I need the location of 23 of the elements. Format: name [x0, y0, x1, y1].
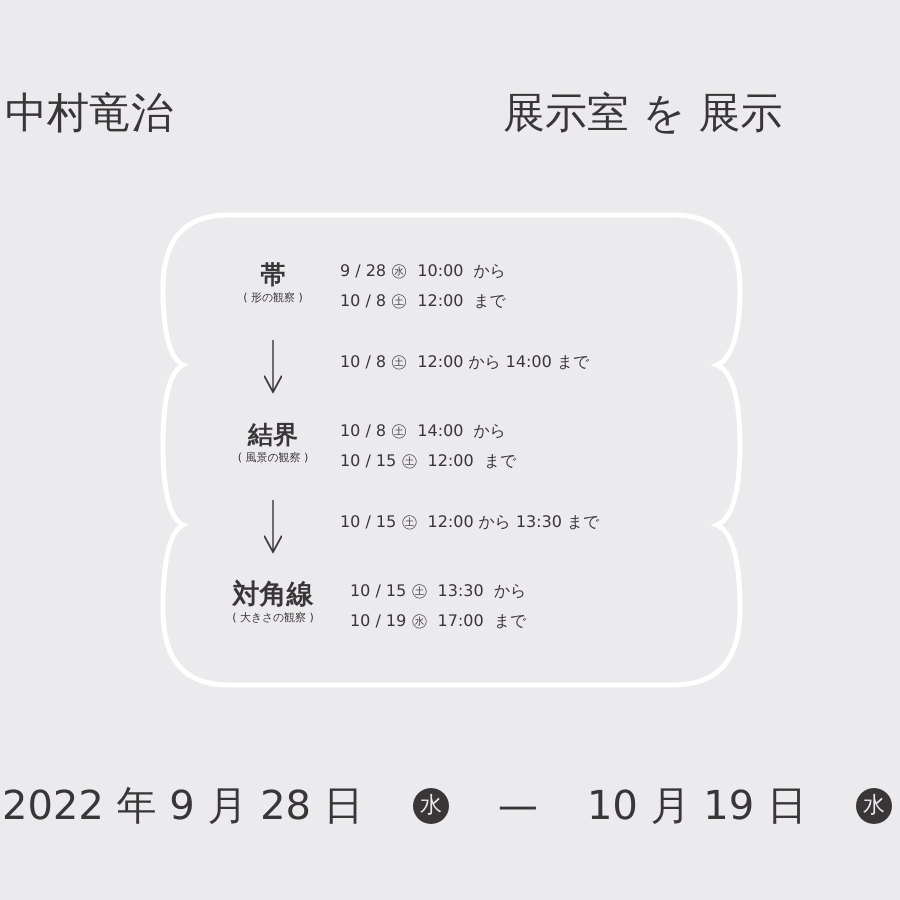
schedule-text: 10 / 19 ㊌ 17:00 まで [350, 611, 526, 631]
section-subtitle: ( 大きさの観察 ) [232, 610, 314, 626]
section-title: 帯 [260, 260, 286, 290]
weekday-badge: 水 [412, 788, 449, 824]
date-text: 10 月 19 日 [586, 782, 807, 831]
schedule-text: 9 / 28 ㊌ 10:00 から [340, 261, 506, 281]
section-subtitle: ( 形の観察 ) [243, 290, 303, 306]
weekday-badge: 水 [856, 788, 892, 824]
schedule-text: 10 / 8 ㊏ 12:00 まで [340, 291, 506, 311]
edge-label: 10 / 15 ㊏ 12:00 から 13:30 まで [340, 512, 600, 532]
author-name: 中村竜治 [5, 88, 173, 138]
edge-label: 10 / 8 ㊏ 12:00 から 14:00 まで [340, 352, 589, 372]
dash: — [498, 782, 538, 831]
section-subtitle: ( 風景の観察 ) [238, 450, 308, 466]
section-title: 結界 [248, 420, 298, 450]
section-title: 対角線 [232, 580, 314, 610]
schedule-text: 10 / 15 ㊏ 12:00 まで [340, 451, 516, 471]
schedule-text: 10 / 8 ㊏ 14:00 から [340, 421, 506, 441]
arrow [263, 340, 283, 393]
exhibition-title: 展示室 を 展示 [503, 88, 783, 138]
date-text: 2022 年 9 月 28 日 [2, 782, 364, 831]
schedule-text: 10 / 15 ㊏ 13:30 から [350, 581, 526, 601]
arrow [263, 500, 283, 553]
